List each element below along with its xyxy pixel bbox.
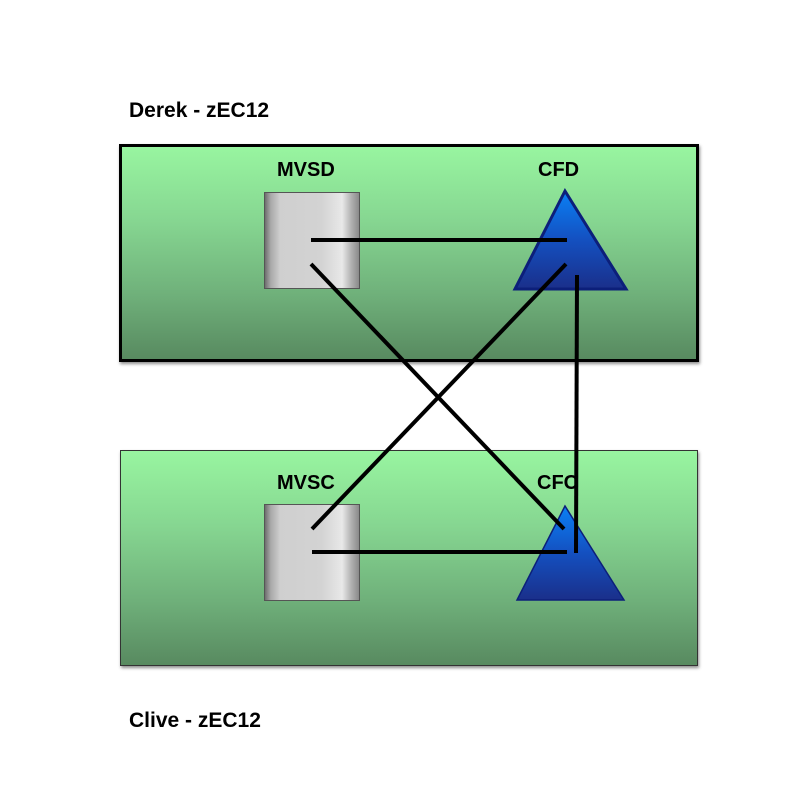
link-cfd-cfc (574, 274, 579, 554)
system-label-derek: Derek - zEC12 (129, 99, 270, 122)
node-label-mvsc: MVSC (277, 472, 335, 494)
node-label-cfc: CFC (537, 472, 579, 494)
system-label-clive: Clive - zEC12 (129, 709, 261, 732)
node-label-cfd: CFD (538, 159, 580, 181)
node-label-mvsd: MVSD (277, 159, 335, 181)
system-box-clive (120, 450, 698, 666)
link-mvsc-cfd (310, 262, 568, 531)
